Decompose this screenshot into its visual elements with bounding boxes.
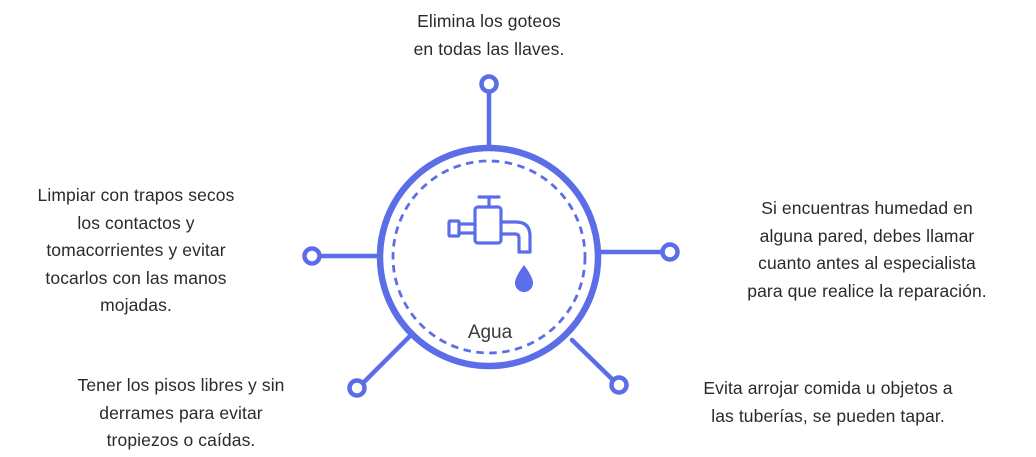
tip-bottom-left-line: Tener los pisos libres y sin — [77, 375, 285, 395]
tip-right-line: alguna pared, debes llamar — [759, 225, 975, 246]
tip-right: Si encuentras humedad en alguna pared, d… — [698, 195, 1036, 305]
tip-left: Limpiar con trapos secos los contactos y… — [2, 182, 270, 320]
tip-left-line: mojadas. — [100, 295, 172, 315]
tip-right-line: Si encuentras humedad en — [761, 198, 973, 218]
tip-right-line: cuanto antes al especialista — [758, 253, 976, 273]
tip-bottom-right-line: Evita arrojar comida u objetos a — [703, 378, 953, 398]
center-label: Agua — [467, 322, 513, 343]
tip-top-line: en todas las llaves. — [413, 38, 565, 59]
tip-left-line: Limpiar con trapos secos — [37, 185, 235, 205]
tip-left-line: tocarlos con las manos — [45, 267, 227, 288]
tip-bottom-left: Tener los pisos libres y sin derrames pa… — [40, 372, 322, 455]
outer-ring — [376, 144, 602, 370]
node-bottom-right — [609, 375, 629, 395]
tip-top: Elimina los goteos en todas las llaves. — [379, 8, 599, 63]
tip-left-line: los contactos y — [77, 212, 195, 233]
connector-bottom-right — [569, 337, 617, 384]
node-bottom-left — [347, 378, 367, 398]
tip-bottom-left-line: derrames para evitar — [99, 402, 263, 423]
node-top — [479, 74, 499, 94]
tip-bottom-right-line: las tuberías, se pueden tapar. — [711, 405, 945, 426]
faucet-drop-icon — [447, 195, 533, 292]
node-left — [302, 246, 322, 266]
node-right — [660, 242, 680, 262]
tip-bottom-right: Evita arrojar comida u objetos a las tub… — [648, 375, 1008, 430]
inner-dashed-ring — [391, 159, 587, 355]
tip-top-line: Elimina los goteos — [417, 11, 561, 31]
connector-bottom-left — [359, 333, 413, 387]
tip-right-line: para que realice la reparación. — [747, 280, 987, 301]
tip-left-line: tomacorrientes y evitar — [46, 240, 226, 260]
tip-bottom-left-line: tropiezos o caídas. — [106, 430, 256, 450]
